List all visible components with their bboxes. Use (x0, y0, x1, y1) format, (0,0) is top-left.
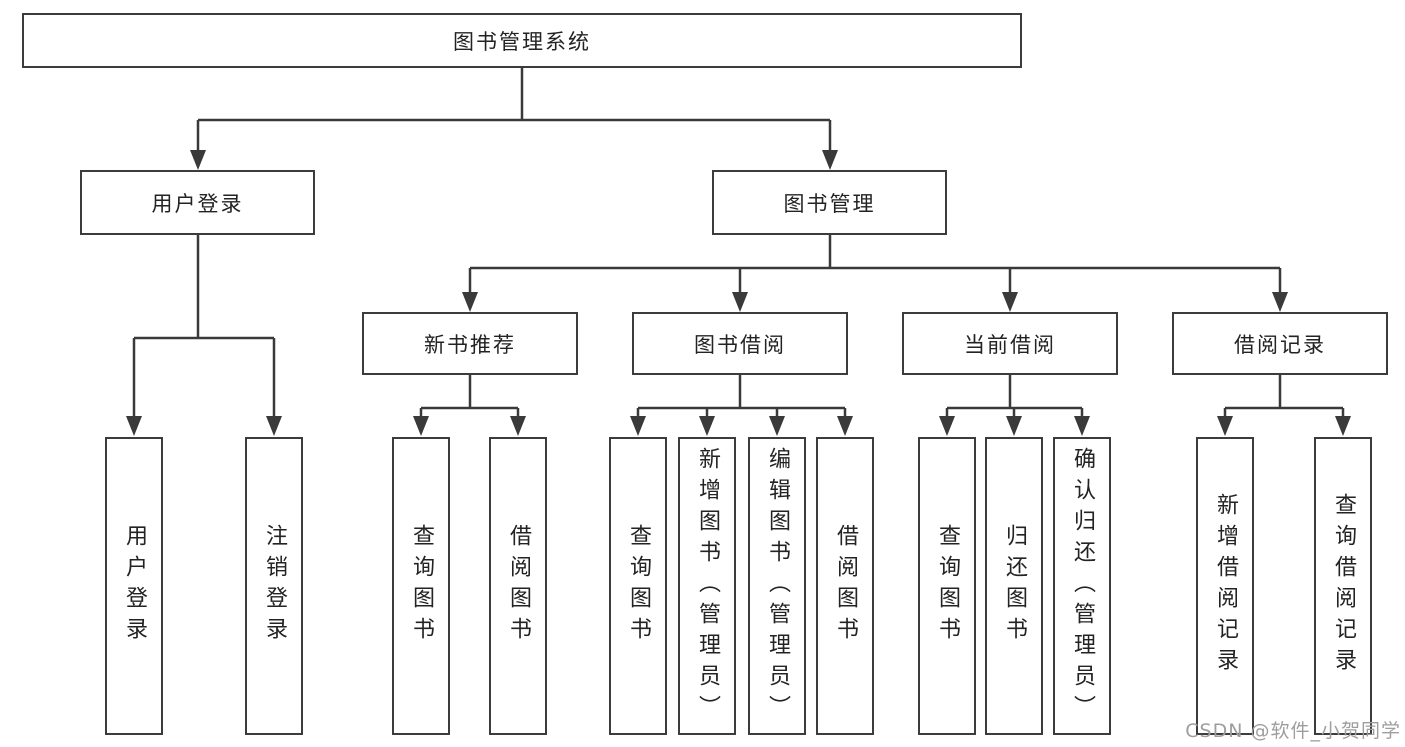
leaf-add-books-admin-label: 新增图书（管理员） (695, 446, 720, 726)
leaf-return-books-label: 归还图书 (1002, 524, 1027, 648)
leaf-query-books-borrow: 查询图书 (609, 437, 667, 735)
csdn-watermark: CSDN @软件_小贺同学 (1185, 720, 1401, 742)
node-book-borrow-label: 图书借阅 (694, 332, 786, 357)
leaf-query-borrow-record: 查询借阅记录 (1314, 437, 1372, 735)
leaf-borrow-books-recommend-label: 借阅图书 (506, 524, 531, 648)
leaf-query-books-current-label: 查询图书 (935, 524, 960, 648)
node-new-book-recommend-label: 新书推荐 (424, 332, 516, 357)
leaf-borrow-books: 借阅图书 (816, 437, 874, 735)
leaf-query-books-borrow-label: 查询图书 (626, 524, 651, 648)
leaf-query-borrow-record-label: 查询借阅记录 (1331, 493, 1356, 679)
leaf-add-borrow-record: 新增借阅记录 (1196, 437, 1254, 735)
leaf-logout: 注销登录 (245, 437, 303, 735)
node-root-label: 图书管理系统 (453, 29, 591, 54)
leaf-query-books-current: 查询图书 (918, 437, 976, 735)
leaf-query-books-recommend-label: 查询图书 (409, 524, 434, 648)
node-user-login-label: 用户登录 (151, 191, 244, 216)
leaf-confirm-return-admin: 确认归还（管理员） (1053, 437, 1111, 735)
leaf-query-books-recommend: 查询图书 (392, 437, 450, 735)
node-borrow-records: 借阅记录 (1172, 312, 1388, 375)
leaf-logout-label: 注销登录 (262, 524, 287, 648)
leaf-user-login-label: 用户登录 (122, 524, 147, 648)
leaf-return-books: 归还图书 (985, 437, 1043, 735)
arrowhead-icons (126, 150, 1351, 436)
node-root: 图书管理系统 (22, 13, 1022, 68)
leaf-edit-books-admin: 编辑图书（管理员） (748, 437, 806, 735)
connector-bookborrow-to-leaves (636, 375, 847, 418)
leaf-user-login: 用户登录 (105, 437, 163, 735)
leaf-borrow-books-label: 借阅图书 (833, 524, 858, 648)
connector-currentborrow-to-leaves (945, 375, 1084, 418)
connector-records-to-leaves (1223, 375, 1345, 418)
node-book-management-label: 图书管理 (783, 191, 876, 216)
connector-login-to-leaves (132, 235, 276, 418)
connector-root-to-level1 (196, 68, 832, 152)
leaf-borrow-books-recommend: 借阅图书 (489, 437, 547, 735)
node-current-borrow-label: 当前借阅 (964, 332, 1056, 357)
connector-mgmt-to-level2 (468, 235, 1282, 294)
node-new-book-recommend: 新书推荐 (362, 312, 578, 375)
leaf-confirm-return-admin-label: 确认归还（管理员） (1070, 446, 1095, 726)
node-book-borrow: 图书借阅 (632, 312, 848, 375)
leaf-edit-books-admin-label: 编辑图书（管理员） (765, 446, 790, 726)
node-borrow-records-label: 借阅记录 (1234, 332, 1326, 357)
node-current-borrow: 当前借阅 (902, 312, 1118, 375)
node-user-login: 用户登录 (80, 170, 315, 235)
node-book-management: 图书管理 (712, 170, 947, 235)
leaf-add-books-admin: 新增图书（管理员） (678, 437, 736, 735)
leaf-add-borrow-record-label: 新增借阅记录 (1213, 493, 1238, 679)
connector-newbooks-to-leaves (419, 375, 520, 418)
